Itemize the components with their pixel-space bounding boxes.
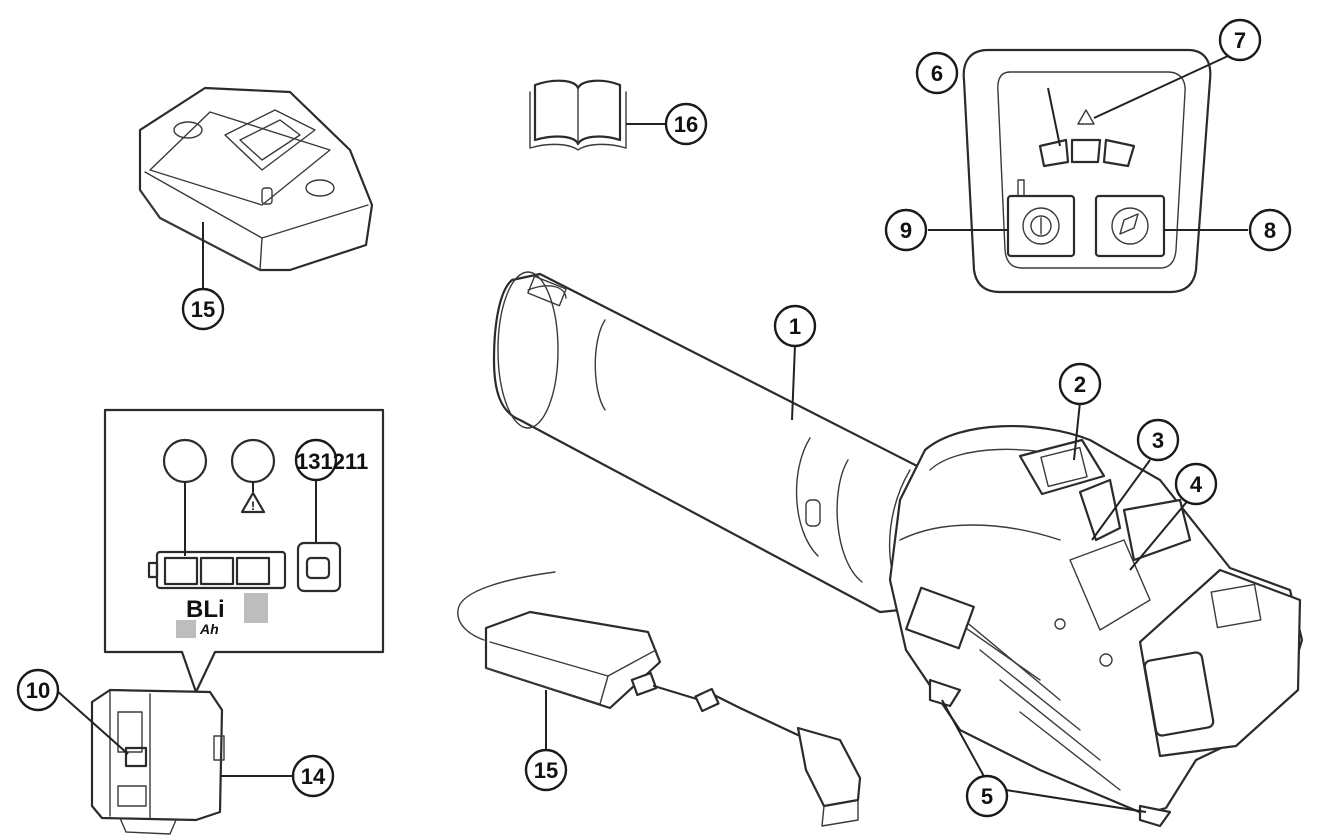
svg-text:3: 3 bbox=[1152, 428, 1164, 453]
callout-3: 3 bbox=[1136, 418, 1180, 462]
svg-text:7: 7 bbox=[1234, 28, 1246, 53]
callout-15-adapter: 15 bbox=[524, 748, 568, 792]
svg-text:8: 8 bbox=[1264, 218, 1276, 243]
callout-8: 8 bbox=[1248, 208, 1292, 252]
callout-7: 7 bbox=[1218, 18, 1262, 62]
svg-text:14: 14 bbox=[301, 764, 326, 789]
svg-text:15: 15 bbox=[534, 758, 558, 783]
svg-text:!: ! bbox=[251, 499, 255, 513]
control-panel-detail bbox=[928, 48, 1248, 294]
callout-10: 10 bbox=[16, 668, 60, 712]
battery-model-label: BLi bbox=[186, 596, 225, 623]
callout-9: 9 bbox=[884, 208, 928, 252]
battery-charger bbox=[138, 86, 374, 290]
leaf-blower bbox=[492, 271, 1304, 828]
svg-text:131211: 131211 bbox=[296, 449, 368, 474]
callout-2: 2 bbox=[1058, 362, 1102, 406]
svg-text:15: 15 bbox=[191, 297, 215, 322]
svg-text:9: 9 bbox=[900, 218, 912, 243]
callout-13-12-11: 131211 bbox=[294, 438, 368, 482]
callout-14: 14 bbox=[291, 754, 335, 798]
callout-5: 5 bbox=[965, 774, 1009, 818]
battery-capacity-unit: Ah bbox=[199, 621, 219, 637]
callout-1: 1 bbox=[773, 304, 817, 348]
power-adapter bbox=[457, 571, 862, 827]
manual-book-icon bbox=[529, 79, 665, 151]
svg-text:1: 1 bbox=[789, 314, 801, 339]
callout-4: 4 bbox=[1174, 462, 1218, 506]
boost-button-icon bbox=[1094, 194, 1166, 258]
svg-text:2: 2 bbox=[1074, 372, 1086, 397]
battery-level-icon bbox=[1038, 138, 1070, 168]
svg-text:5: 5 bbox=[981, 784, 993, 809]
svg-text:16: 16 bbox=[674, 112, 698, 137]
warning-triangle-icon bbox=[1077, 109, 1095, 125]
callout-15-charger: 15 bbox=[181, 287, 225, 331]
svg-text:10: 10 bbox=[26, 678, 50, 703]
callout-16: 16 bbox=[664, 102, 708, 146]
callout-6: 6 bbox=[915, 51, 959, 95]
svg-text:4: 4 bbox=[1190, 472, 1203, 497]
battery-pack bbox=[55, 688, 292, 835]
svg-text:6: 6 bbox=[931, 61, 943, 86]
